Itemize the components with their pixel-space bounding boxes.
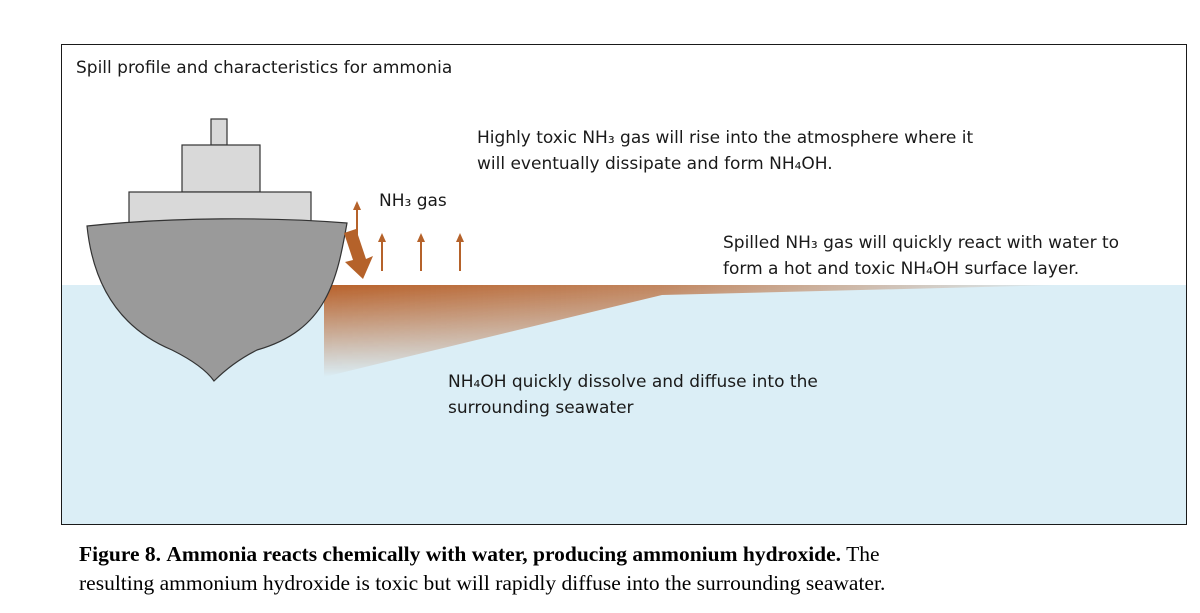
spill-arrow [344,229,373,279]
gas-arrow [456,233,464,271]
label-surface-layer: Spilled NH₃ gas will quickly react with … [723,230,1119,282]
gas-arrow [353,201,361,239]
diagram-canvas [62,118,1186,524]
caption-line-2: resulting ammonium hydroxide is toxic bu… [79,571,886,595]
ship [86,118,348,382]
figure-frame: Spill profile and characteristics for am… [61,44,1187,525]
figure-caption: Figure 8. Ammonia reacts chemically with… [79,540,1179,598]
caption-figure-label: Figure 8. [79,542,162,566]
label-diffusion-line: surrounding seawater [448,398,634,418]
ship-bridge [181,144,261,193]
diagram-title: Spill profile and characteristics for am… [76,58,453,78]
label-diffusion-line: NH₄OH quickly dissolve and diffuse into … [448,372,818,392]
gas-arrow [417,233,425,271]
label-surface-layer-line: form a hot and toxic NH₄OH surface layer… [723,259,1080,279]
gas-arrow [378,233,386,271]
caption-bold-text: Ammonia reacts chemically with water, pr… [166,542,842,566]
label-atmosphere-line: will eventually dissipate and form NH₄OH… [477,154,833,174]
label-diffusion: NH₄OH quickly dissolve and diffuse into … [448,369,818,421]
label-surface-layer-line: Spilled NH₃ gas will quickly react with … [723,233,1120,253]
gas-rise-arrows [353,201,464,271]
label-gas: NH₃ gas [379,191,447,211]
spill-plume [324,285,1062,377]
ship-mast [210,118,228,146]
label-atmosphere: Highly toxic NH₃ gas will rise into the … [477,125,973,177]
label-atmosphere-line: Highly toxic NH₃ gas will rise into the … [477,128,974,148]
ship-deckhouse [128,191,312,224]
ship-hull [86,218,348,382]
caption-line-1-rest: The [846,542,880,566]
caption-line-1: Figure 8. Ammonia reacts chemically with… [79,540,1179,569]
